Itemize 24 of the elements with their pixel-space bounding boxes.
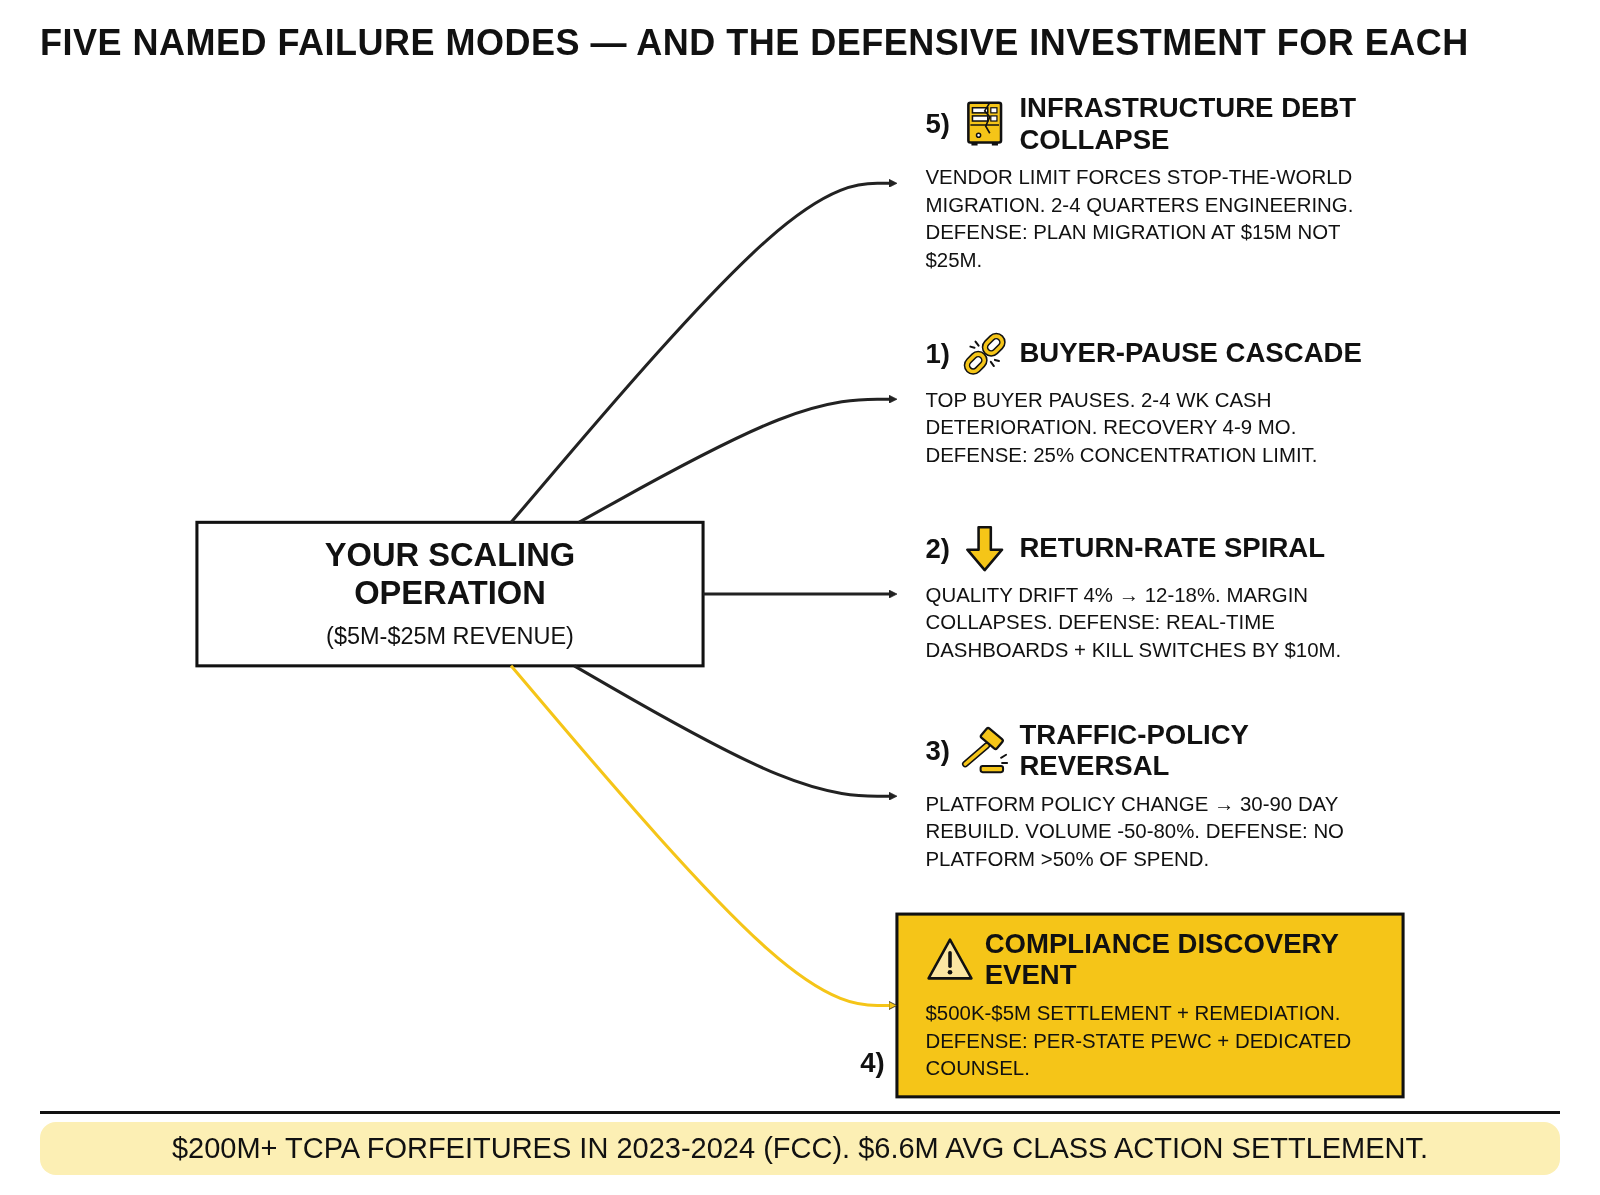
node-title: RETURN-RATE SPIRAL — [1019, 532, 1326, 565]
step-number: 1) — [925, 337, 950, 371]
step-number: 5) — [925, 107, 950, 142]
node-text: VENDOR LIMIT FORCES STOP-THE-WORLD MIGRATION. 2-4 QUARTERS ENGINEERING. DEFENSE: PLAN MIGRATION AT $15M NOT $25M. — [925, 165, 1355, 274]
node-text: PLATFORM POLICY CHANGE → 30-90 DAY REBUILD. VOLUME -50-80%. DEFENSE: NO PLATFORM >50% OF SPEND. — [925, 791, 1345, 873]
node-text: QUALITY DRIFT 4% → 12-18%. MARGIN COLLAPSES. DEFENSE: REAL-TIME DASHBOARDS + KILL SWITCHES BY $10M. — [925, 582, 1343, 663]
node-text: $500K-$5M SETTLEMENT + REMEDIATION. DEFENSE: PER-STATE PEWC + DEDICATED COUNSEL. — [925, 1000, 1353, 1082]
node-title: YOUR SCALING OPERATION — [323, 536, 577, 612]
arrow — [509, 664, 898, 1010]
arrow — [509, 178, 898, 524]
step-number: 4) — [860, 1047, 885, 1079]
caption-note: $200M+ TCPA FORFEITURES IN 2023-2024 (FCC). $6.6M AVG CLASS ACTION SETTLEMENT. — [40, 1122, 1560, 1175]
node-text: ($5M-$25M REVENUE) — [325, 620, 575, 651]
node-title: COMPLIANCE DISCOVERY EVENT — [984, 928, 1340, 992]
node-title: TRAFFIC-POLICY REVERSAL — [1019, 719, 1250, 783]
diagram-title: FIVE NAMED FAILURE MODES — AND THE DEFENSIVE INVESTMENT FOR EACH — [40, 22, 1469, 64]
arrow — [573, 664, 898, 801]
node-title: BUYER-PAUSE CASCADE — [1019, 337, 1362, 370]
node-text: TOP BUYER PAUSES. 2-4 WK CASH DETERIORATION. RECOVERY 4-9 MO. DEFENSE: 25% CONCENTRATION LIMIT. — [925, 387, 1319, 468]
arrow — [578, 394, 898, 524]
step-number: 3) — [925, 734, 950, 768]
arrow — [703, 589, 898, 599]
step-number: 2) — [925, 532, 950, 566]
node-title: INFRASTRUCTURE DEBT COLLAPSE — [1019, 92, 1358, 156]
